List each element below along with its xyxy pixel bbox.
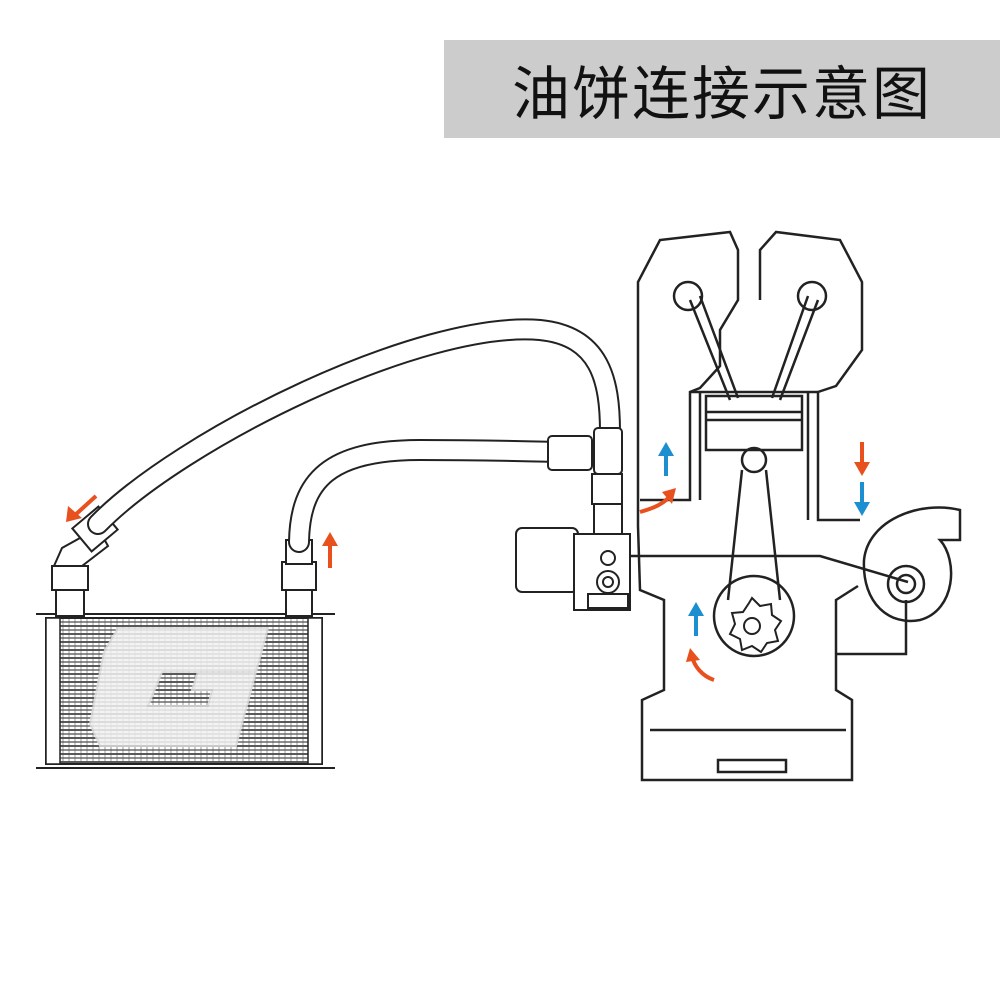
hose-upper [87, 318, 621, 535]
turbocharger [862, 506, 962, 623]
oil-pump-gear [728, 596, 783, 654]
oil-cooler [36, 613, 335, 769]
hose-lower [288, 438, 579, 553]
flow-arrow-blue [658, 442, 870, 636]
flow-arrow-orange [66, 442, 870, 682]
engine-block [630, 230, 909, 782]
title-banner: 油饼连接示意图 [444, 40, 1000, 138]
diagram-title: 油饼连接示意图 [511, 60, 932, 128]
oil-cooler-logo-g [88, 627, 270, 747]
sandwich-adapter [515, 427, 631, 611]
